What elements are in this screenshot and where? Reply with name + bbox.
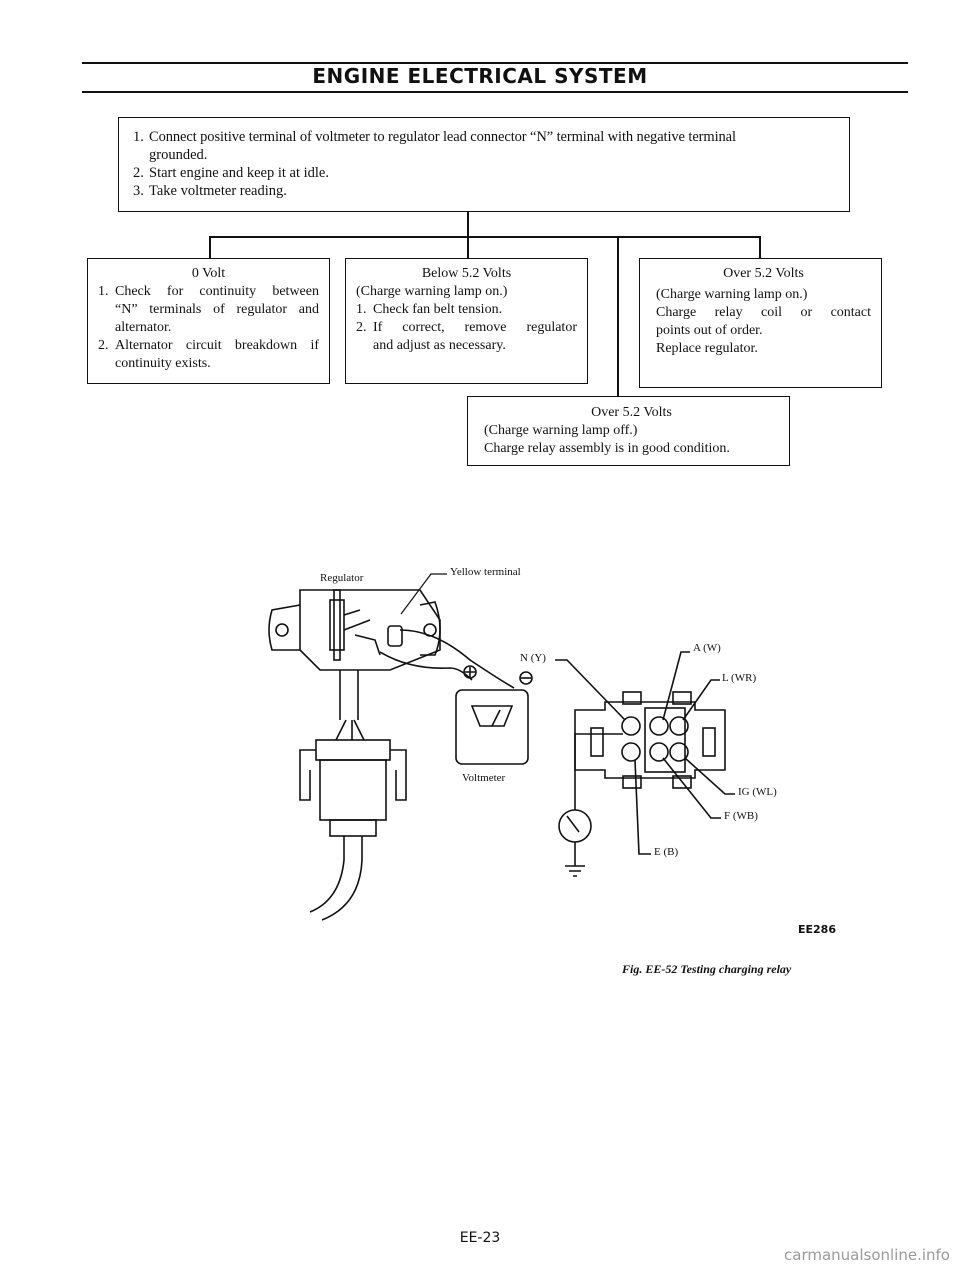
leader-e — [634, 759, 651, 855]
terminal-ig — [669, 742, 689, 762]
terminal-f — [649, 742, 669, 762]
regulator-housing — [299, 589, 441, 671]
voltmeter-dial — [470, 705, 514, 727]
result-heading: 0 Volt — [191, 266, 226, 281]
relay-connector-illustration — [555, 651, 735, 877]
latch-top-left — [622, 691, 642, 705]
result-line: (Charge warning lamp on.) — [656, 287, 808, 302]
positive-terminal-symbol — [463, 665, 477, 679]
result-line: Replace regulator. — [656, 341, 758, 356]
procedure-step-3: 3. Take voltmeter reading. — [133, 183, 287, 199]
procedure-step-2: 2. Start engine and keep it at idle. — [133, 165, 329, 181]
regulator-relay — [329, 599, 345, 651]
leader-l — [682, 679, 720, 721]
result-box-over-lamp-off: Over 5.2 Volts (Charge warning lamp off.… — [467, 396, 790, 466]
negative-terminal-symbol — [519, 671, 533, 685]
result-box-below: Below 5.2 Volts (Charge warning lamp on.… — [345, 258, 588, 384]
center-divider — [644, 707, 686, 773]
result-box-zero-volt: 0 Volt 1. Check for continuity between “… — [87, 258, 330, 384]
header-rule-bottom — [82, 91, 908, 93]
label-ig-wl: IG (WL) — [738, 786, 777, 798]
terminal-e — [621, 742, 641, 762]
connector-shell — [574, 701, 726, 779]
procedure-box: 1. Connect positive terminal of voltmete… — [118, 117, 850, 212]
label-e-b: E (B) — [654, 846, 679, 858]
voltmeter-body — [455, 689, 529, 765]
voltmeter-needle — [491, 709, 501, 727]
regulator-left-ear — [268, 604, 301, 651]
connector-to-over-off-vertical — [617, 236, 619, 397]
connector-body — [319, 759, 387, 821]
latch-bottom-right — [672, 775, 692, 789]
result-line: Charge relay assembly is in good conditi… — [484, 441, 730, 456]
leader-f — [662, 757, 721, 819]
figure-code: EE286 — [798, 923, 836, 936]
regulator-right-ear — [419, 601, 441, 656]
test-lead-positive — [399, 629, 515, 689]
latch-top-right — [672, 691, 692, 705]
watermark: carmanualsonline.info — [784, 1246, 950, 1264]
result-note: (Charge warning lamp on.) — [356, 284, 508, 299]
figure-caption: Fig. EE-52 Testing charging relay — [622, 962, 792, 976]
result-heading: Below 5.2 Volts — [421, 266, 512, 281]
procedure-step-1: 1. Connect positive terminal of voltmete… — [133, 129, 736, 163]
connector-to-over-on — [759, 236, 761, 259]
harness-stem — [339, 670, 359, 720]
regulator-relay-inner — [333, 589, 341, 661]
result-item: 2. Alternator circuit breakdown if conti… — [98, 338, 319, 371]
label-voltmeter: Voltmeter — [462, 772, 506, 784]
header-rule-top — [82, 62, 908, 64]
side-tab-left — [590, 727, 604, 757]
leader-ig — [684, 757, 735, 795]
ground-icon — [565, 842, 585, 877]
terminal-l — [669, 716, 689, 736]
latch-bottom-left — [622, 775, 642, 789]
result-item: 1. Check fan belt tension. — [356, 302, 503, 317]
connector-latch-left — [299, 749, 316, 801]
label-a-w: A (W) — [693, 642, 721, 654]
leader-a — [662, 651, 690, 721]
label-regulator: Regulator — [320, 572, 364, 584]
regulator-mount-hole-left — [275, 623, 289, 637]
regulator-terminal-block — [387, 625, 403, 647]
connector-base — [329, 819, 377, 837]
ground-lead — [574, 733, 623, 810]
connector-plug — [315, 739, 391, 761]
terminal-n — [621, 716, 641, 736]
connector-latch-right — [390, 749, 407, 801]
harness-wires — [335, 719, 365, 741]
result-item: 1. Check for continuity between “N” term… — [98, 284, 319, 335]
result-line: Charge relay coil or contact — [656, 305, 871, 320]
yellow-terminal-leader — [400, 573, 447, 615]
result-line: (Charge warning lamp off.) — [484, 423, 638, 438]
result-item: 2. If correct, remove regulator and adju… — [356, 320, 577, 353]
result-heading: Over 5.2 Volts — [723, 266, 804, 281]
connector-horizontal-bus — [209, 236, 760, 238]
label-yellow-terminal: Yellow terminal — [450, 566, 521, 578]
result-line: points out of order. — [656, 323, 763, 338]
leader-n — [555, 659, 626, 721]
connector-to-zero-volt — [209, 236, 211, 259]
connector-main-vertical — [467, 211, 469, 259]
page-number: EE-23 — [459, 1230, 501, 1246]
label-l-wr: L (WR) — [722, 672, 757, 684]
side-tab-right — [702, 727, 716, 757]
page-title: ENGINE ELECTRICAL SYSTEM — [312, 64, 648, 88]
regulator-voltmeter-illustration — [268, 589, 533, 921]
result-box-over-lamp-on: Over 5.2 Volts (Charge warning lamp on.)… — [639, 258, 882, 388]
terminal-a — [649, 716, 669, 736]
label-n-y: N (Y) — [520, 652, 546, 664]
regulator-contacts — [343, 609, 381, 656]
result-heading: Over 5.2 Volts — [591, 405, 672, 420]
harness-cable — [309, 836, 363, 921]
label-f-wb: F (WB) — [724, 810, 758, 822]
